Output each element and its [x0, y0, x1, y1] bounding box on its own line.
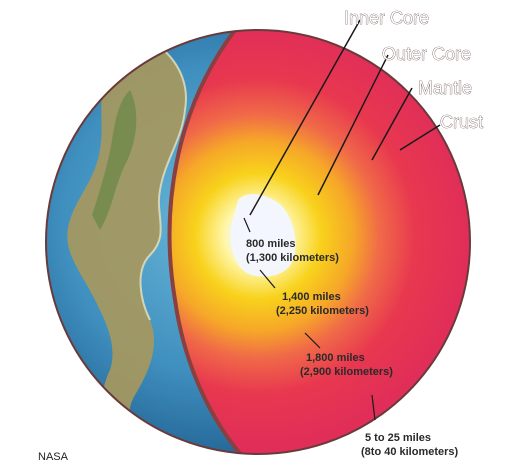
crust-depth-miles: 5 to 25 miles	[365, 432, 431, 444]
mantle-depth-km: (2,900 kilometers)	[300, 366, 393, 378]
inner-depth-miles: 800 miles	[246, 238, 296, 250]
mantle-label: Mantle	[418, 78, 472, 98]
inner-depth-arrow	[243, 217, 251, 233]
cutaway-interior	[167, 30, 470, 454]
mantle-depth-miles: 1,800 miles	[306, 352, 365, 364]
inner-core-label: Inner Core	[344, 8, 429, 28]
outer-core-label: Outer Core	[382, 44, 471, 64]
continent-landmass	[67, 40, 186, 454]
mantle-leader	[371, 87, 413, 161]
crust-label: Crust	[440, 112, 483, 132]
inner-core-leader	[249, 19, 361, 216]
inner-depth-km: (1,300 kilometers)	[246, 252, 339, 264]
inner-core-shape	[230, 193, 296, 277]
continent-shading	[92, 90, 137, 230]
crust-depth-km: (8to 40 kilometers)	[361, 446, 459, 458]
crust-depth-arrow	[371, 394, 376, 421]
outer-core-leader	[317, 54, 389, 196]
outer-depth-miles: 1,400 miles	[282, 291, 341, 303]
globe-rim	[45, 29, 471, 455]
mantle-depth-arrow	[304, 332, 321, 349]
credit-label: NASA	[38, 451, 69, 463]
outer-depth-km: (2,250 kilometers)	[276, 305, 369, 317]
crust-leader	[399, 124, 441, 151]
outer-depth-arrow	[259, 269, 276, 289]
continent-coast	[139, 39, 187, 321]
